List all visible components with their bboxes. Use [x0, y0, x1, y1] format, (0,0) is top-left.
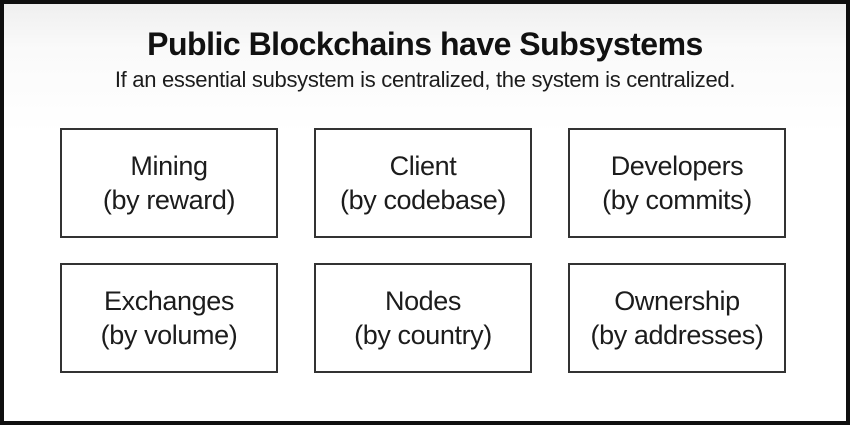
subsystem-box-exchanges: Exchanges (by volume)	[60, 263, 278, 373]
subsystem-box-mining: Mining (by reward)	[60, 128, 278, 238]
slide-title: Public Blockchains have Subsystems	[147, 26, 703, 62]
box-name: Nodes	[384, 286, 462, 316]
subsystem-box-client: Client (by codebase)	[314, 128, 532, 238]
subsystem-grid: Mining (by reward) Client (by codebase) …	[60, 128, 786, 373]
box-qualifier: (by country)	[354, 320, 492, 350]
box-name: Mining	[130, 151, 208, 181]
box-qualifier: (by commits)	[602, 185, 752, 215]
box-qualifier: (by volume)	[100, 320, 238, 350]
box-name: Exchanges	[104, 286, 234, 316]
subsystem-box-nodes: Nodes (by country)	[314, 263, 532, 373]
box-qualifier: (by reward)	[102, 185, 236, 215]
box-name: Ownership	[614, 286, 740, 316]
subsystem-box-ownership: Ownership (by addresses)	[568, 263, 786, 373]
slide-subtitle: If an essential subsystem is centralized…	[114, 67, 736, 92]
box-qualifier: (by addresses)	[590, 320, 764, 350]
box-name: Client	[389, 151, 457, 181]
box-name: Developers	[610, 151, 744, 181]
box-qualifier: (by codebase)	[340, 185, 506, 215]
subsystem-box-developers: Developers (by commits)	[568, 128, 786, 238]
